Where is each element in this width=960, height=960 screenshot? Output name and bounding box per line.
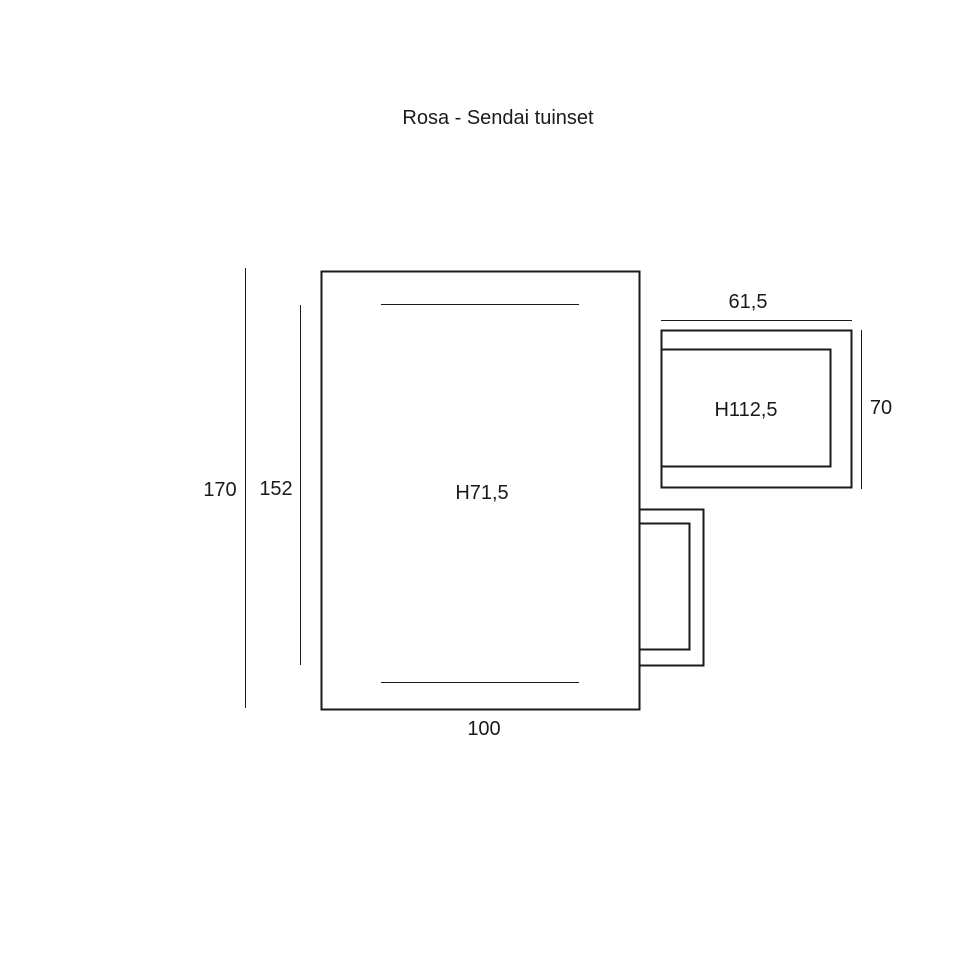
dimension-label-total-length: 170: [203, 479, 237, 501]
table-outline: [320, 270, 641, 711]
diagram-title: Rosa - Sendai tuinset: [402, 107, 594, 129]
side-chair-outer: [638, 508, 705, 667]
dimension-label-chair-depth: 70: [869, 397, 893, 419]
chair-inner: [660, 348, 832, 468]
dimension-label-table-length: 152: [259, 478, 293, 500]
table-height-label: H71,5: [455, 482, 509, 504]
chair-height-label: H112,5: [714, 399, 778, 421]
dimension-label-table-width: 100: [467, 718, 501, 740]
dimension-label-chair-width: 61,5: [728, 291, 768, 313]
side-chair-inner: [638, 522, 691, 651]
